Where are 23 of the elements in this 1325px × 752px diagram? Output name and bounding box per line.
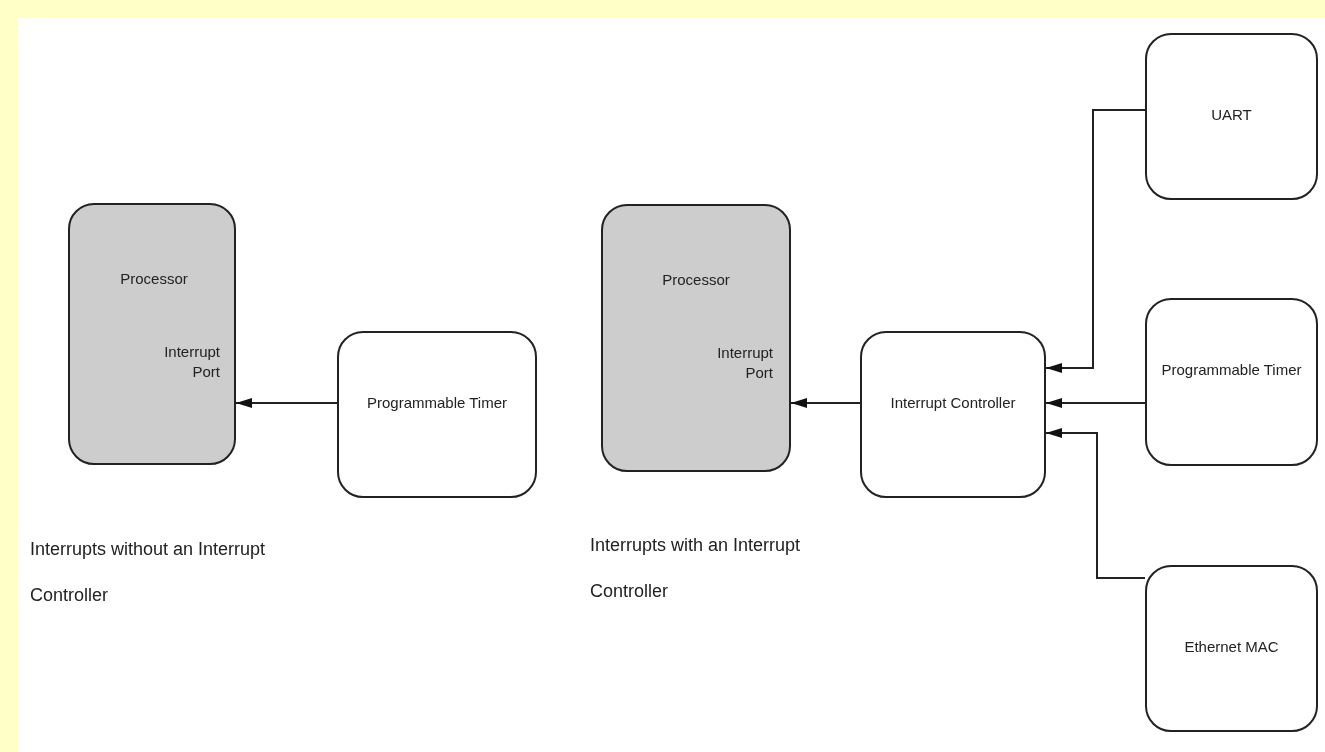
peripheral-block (1145, 298, 1318, 466)
block-label: Interrupt Controller (889, 393, 1017, 413)
block-label: UART (1210, 105, 1253, 125)
peripheral-block (337, 331, 537, 498)
peripheral-block (1145, 33, 1318, 200)
peripheral-block (1145, 565, 1318, 732)
arrow (1045, 109, 1146, 373)
arrow (790, 398, 861, 408)
block-label: Ethernet MAC (1183, 637, 1280, 657)
arrow (235, 398, 338, 408)
peripheral-block (860, 331, 1046, 498)
caption: Interrupts with an Interrupt Controller (590, 534, 802, 603)
arrow (1045, 398, 1146, 408)
processor-block (601, 204, 791, 472)
block-label: Processor (661, 270, 731, 290)
processor-block (68, 203, 236, 465)
port-label: Interrupt Port (716, 343, 773, 383)
block-label: Programmable Timer (1160, 360, 1303, 380)
block-label: Processor (119, 269, 189, 289)
arrow (1045, 428, 1146, 579)
port-label: Interrupt Port (163, 342, 220, 382)
block-label: Programmable Timer (365, 393, 508, 413)
caption: Interrupts without an Interrupt Controller (30, 538, 267, 607)
